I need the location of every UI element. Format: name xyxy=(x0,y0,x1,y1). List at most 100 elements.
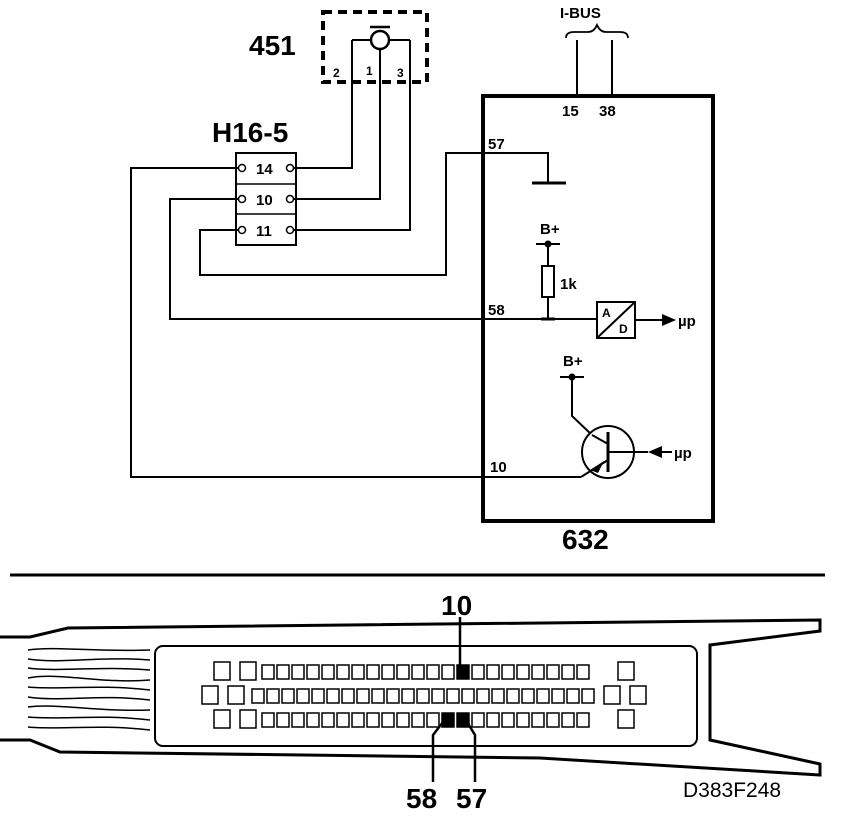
wire-bundle xyxy=(27,647,151,731)
i-bus: I-BUS xyxy=(560,5,629,95)
sensor-element-icon xyxy=(369,29,391,51)
connector-pin xyxy=(366,664,380,680)
connector-pin xyxy=(396,664,410,680)
connector-pin xyxy=(426,664,440,680)
adc-letter-d: D xyxy=(619,322,628,336)
module-pin-output-label: 10 xyxy=(490,459,507,476)
connector-pin xyxy=(461,688,475,704)
connector-pin xyxy=(546,712,560,728)
wire-output xyxy=(130,167,581,478)
arrow-right-icon xyxy=(662,314,676,326)
figure-code-label: D383F248 xyxy=(683,779,781,802)
module-pin-analog-label: 58 xyxy=(488,302,505,319)
connector-pin xyxy=(336,664,350,680)
wire-pin10 xyxy=(294,88,381,200)
bus-pin-label: 38 xyxy=(599,103,616,120)
connector-pin xyxy=(296,688,310,704)
connector-pin xyxy=(501,712,515,728)
connector-pin xyxy=(516,664,530,680)
connector-pin xyxy=(401,688,415,704)
connector-pin xyxy=(326,688,340,704)
connector-pin xyxy=(531,712,545,728)
connector-pin xyxy=(536,688,550,704)
connector-h16-5: H16-5 14 10 11 xyxy=(212,117,297,246)
connector-pin xyxy=(351,664,365,680)
connector-pin xyxy=(561,712,575,728)
connector-pin xyxy=(396,712,410,728)
connector-pin xyxy=(471,712,485,728)
wire-pin14 xyxy=(294,88,353,169)
bus-label: I-BUS xyxy=(560,5,601,22)
connector-pin xyxy=(306,664,320,680)
arrow-left-icon xyxy=(648,446,662,458)
connector-pin xyxy=(516,712,530,728)
sensor-pin-label: 3 xyxy=(397,66,404,80)
connector-pin xyxy=(261,664,275,680)
connector-pin-label: 11 xyxy=(256,223,272,240)
connector-pin xyxy=(411,712,425,728)
connector-pin xyxy=(336,712,350,728)
connector-pin xyxy=(486,712,500,728)
connector-pin xyxy=(617,661,635,681)
module-pin-ground-label: 57 xyxy=(488,136,505,153)
bus-pin-label: 15 xyxy=(562,103,579,120)
connector-pin-label: 10 xyxy=(256,192,273,209)
connector-pin xyxy=(441,664,455,680)
pin-callout-label: 57 xyxy=(456,783,487,814)
pin-callout-label: 10 xyxy=(441,590,472,621)
connector-pin xyxy=(576,712,590,728)
connector-pin xyxy=(311,688,325,704)
connector-pin xyxy=(381,712,395,728)
connector-pin xyxy=(551,688,565,704)
connector-pin xyxy=(276,664,290,680)
connector-pin xyxy=(629,685,647,705)
supply-label: B+ xyxy=(563,353,583,370)
connector-pin xyxy=(341,688,355,704)
connector-pin xyxy=(261,712,275,728)
sensor-451: 451 2 1 3 xyxy=(249,10,429,90)
connector-pin xyxy=(491,688,505,704)
connector-pin xyxy=(603,685,621,705)
connector-pin xyxy=(576,664,590,680)
module-id-label: 632 xyxy=(562,524,609,555)
sensor-housing xyxy=(321,10,429,84)
module-housing xyxy=(481,94,715,523)
resistor-value-label: 1k xyxy=(560,276,577,293)
connector-pin xyxy=(486,664,500,680)
connector-pin xyxy=(476,688,490,704)
connector-pin xyxy=(411,664,425,680)
connector-pin xyxy=(227,685,245,705)
control-module-632: 15 38 57 58 10 632 B+ 1k A D µp B+ xyxy=(481,94,715,555)
connector-pin xyxy=(239,661,257,681)
connector-pin xyxy=(416,688,430,704)
connector-pin xyxy=(581,688,595,704)
connector-pin xyxy=(371,688,385,704)
connector-pin xyxy=(531,664,545,680)
connector-pin xyxy=(251,688,265,704)
connector-pin xyxy=(521,688,535,704)
wire-ground xyxy=(199,152,549,276)
wiring xyxy=(130,88,597,478)
sensor-id-label: 451 xyxy=(249,30,296,61)
connector-pin xyxy=(386,688,400,704)
adc-letter-a: A xyxy=(602,306,611,320)
pin-grid xyxy=(201,661,647,729)
connector-view: 10 58 57 D383F248 xyxy=(0,590,822,814)
connector-pin xyxy=(201,685,219,705)
supply-label: B+ xyxy=(540,221,560,238)
connector-pin-label: 14 xyxy=(256,161,273,178)
connector-pin xyxy=(617,709,635,729)
connector-pin xyxy=(566,688,580,704)
connector-pin xyxy=(441,712,455,728)
connector-pin xyxy=(456,664,470,680)
connector-pin xyxy=(506,688,520,704)
connector-pin xyxy=(356,688,370,704)
harness-outline xyxy=(0,618,822,777)
connector-id-label: H16-5 xyxy=(212,117,288,148)
connector-pin xyxy=(561,664,575,680)
connector-pin xyxy=(239,709,257,729)
connector-pin xyxy=(431,688,445,704)
connector-pin xyxy=(321,664,335,680)
